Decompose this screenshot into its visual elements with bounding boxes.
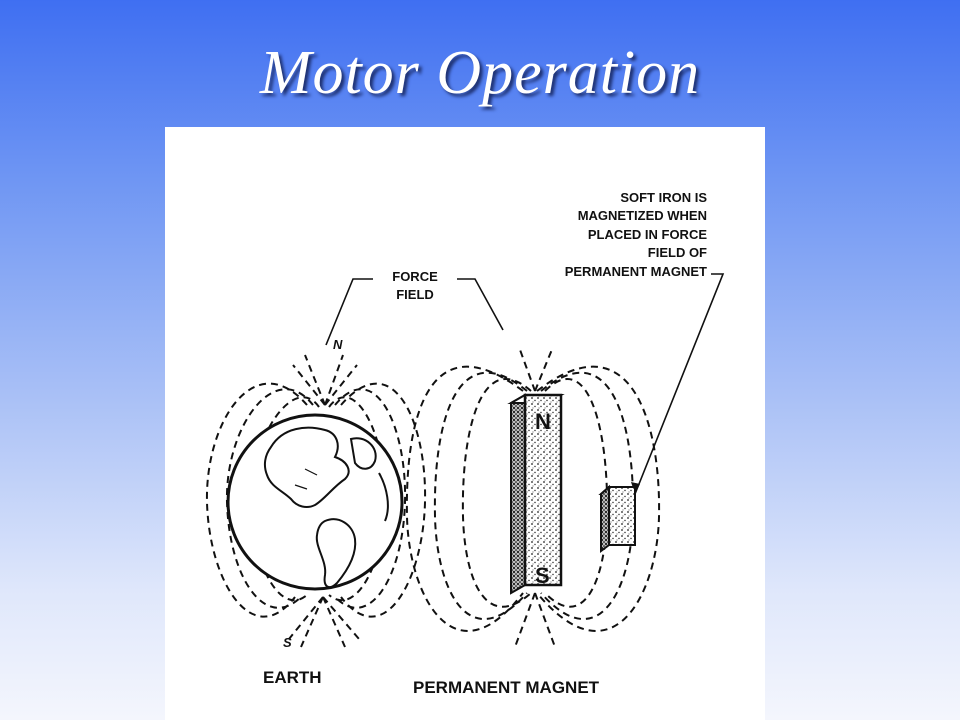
permanent-magnet-bar	[507, 393, 565, 595]
leader-line-soft-iron	[634, 273, 725, 495]
earth-north-label: N	[333, 337, 343, 352]
force-field-label-line-1: FORCE	[392, 269, 438, 284]
magnetic-field-diagram: FORCE FIELD SOFT IRON IS MAGNETIZED WHEN…	[205, 190, 725, 697]
slide-title: Motor Operation	[259, 39, 701, 107]
soft-iron-label-line-2: MAGNETIZED WHEN	[578, 208, 707, 223]
magnet-north-label: N	[535, 409, 551, 434]
soft-iron-label-line-1: SOFT IRON IS	[620, 190, 707, 205]
soft-iron-block	[598, 484, 638, 553]
force-field-label: FORCE FIELD	[392, 269, 438, 302]
soft-iron-label: SOFT IRON IS MAGNETIZED WHEN PLACED IN F…	[565, 190, 708, 279]
soft-iron-label-line-4: FIELD OF	[648, 245, 707, 260]
soft-iron-label-line-5: PERMANENT MAGNET	[565, 264, 707, 279]
permanent-magnet-caption: PERMANENT MAGNET	[413, 678, 600, 697]
magnet-field-lines	[405, 346, 661, 648]
soft-iron-label-line-3: PLACED IN FORCE	[588, 227, 708, 242]
magnet-south-label: S	[535, 563, 550, 588]
earth-caption: EARTH	[263, 668, 322, 687]
leader-line-earth	[325, 278, 373, 346]
earth-south-label: S	[283, 635, 292, 650]
diagram-figure: FORCE FIELD SOFT IRON IS MAGNETIZED WHEN…	[165, 127, 765, 720]
earth-field-lines	[205, 354, 427, 648]
earth-globe	[226, 413, 404, 591]
force-field-label-line-2: FIELD	[396, 287, 434, 302]
leader-line-magnet	[457, 278, 504, 331]
